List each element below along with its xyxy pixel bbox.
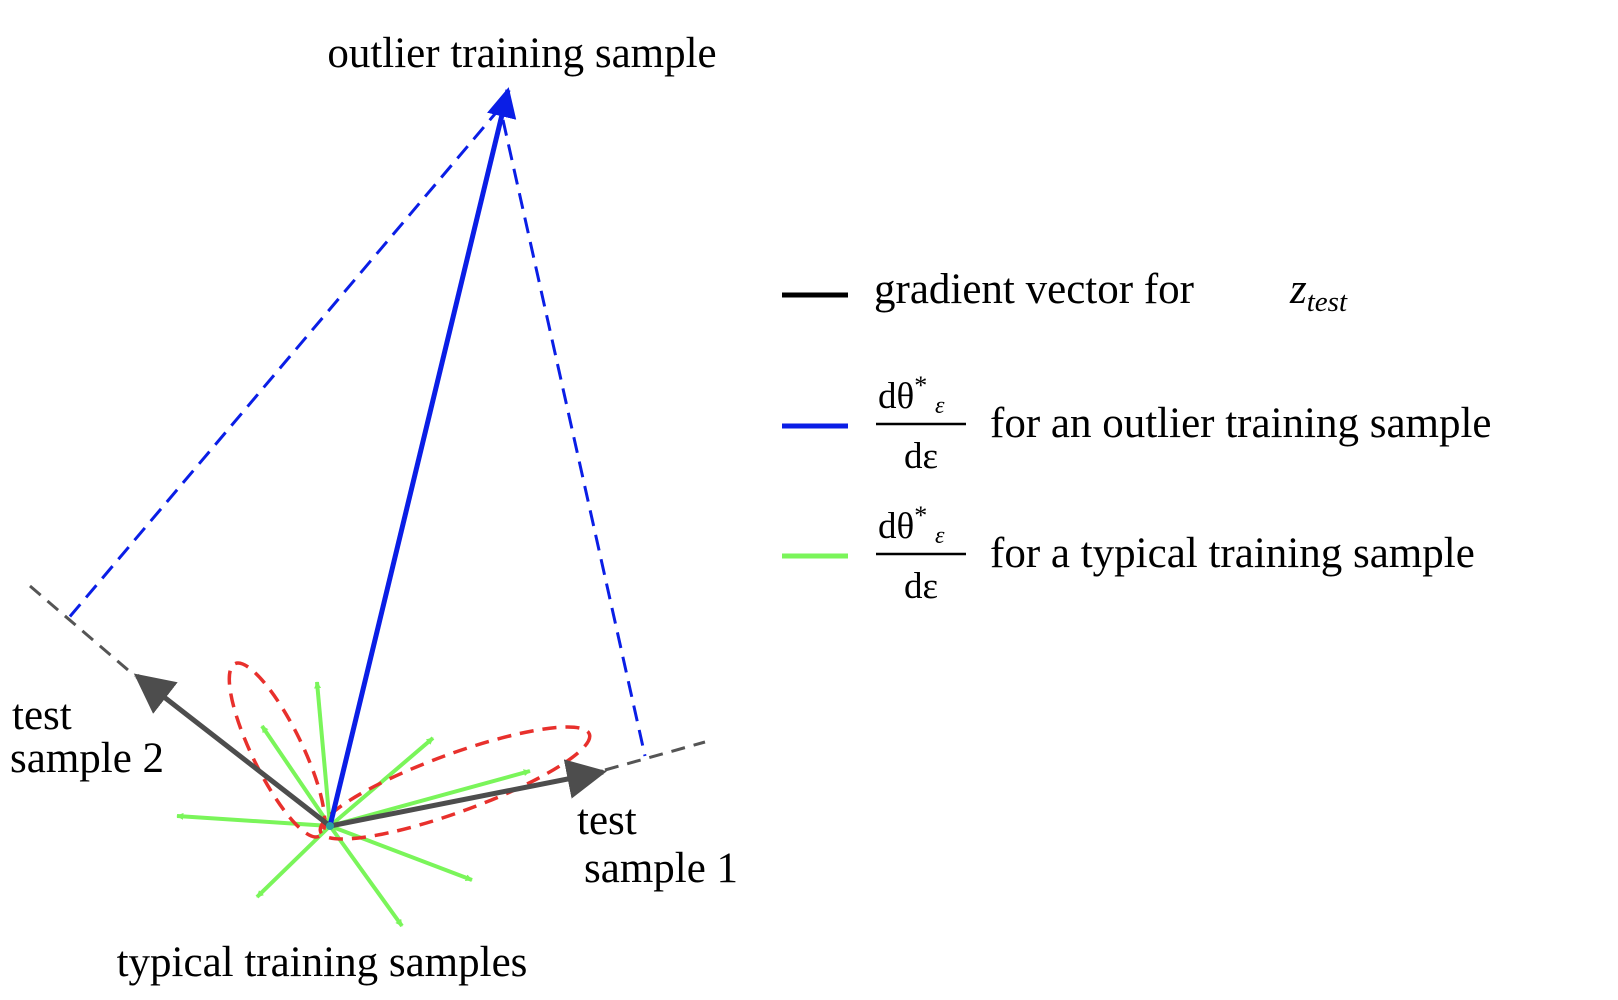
typical-arrow: [328, 824, 404, 928]
svg-text:ε: ε: [935, 523, 945, 549]
typical-arrow: [314, 681, 332, 827]
outlier-label: outlier training sample: [327, 30, 716, 77]
projection-line-test1: [501, 119, 647, 757]
cluster-ellipse-test1: [318, 725, 592, 841]
legend-fraction-outlier: dθ* ε dε: [876, 371, 966, 477]
cluster-ellipse-test2: [227, 661, 327, 839]
typical-arrow: [328, 736, 435, 828]
test2-label-line2: sample 2: [10, 735, 164, 782]
test2-label-line1: test: [12, 692, 72, 739]
test1-label-line1: test: [577, 797, 637, 844]
legend-typical-text: for a typical training sample: [990, 530, 1475, 577]
typical-arrow: [176, 812, 331, 828]
svg-text:dθ*: dθ*: [878, 371, 927, 417]
legend: gradient vector for ztest dθ* ε dε for a…: [782, 266, 1492, 607]
svg-text:dε: dε: [904, 566, 938, 607]
svg-text:dε: dε: [904, 436, 938, 477]
test1-label-line2: sample 1: [584, 845, 738, 892]
typical-arrow: [260, 724, 332, 828]
axis-extension-test2: [29, 584, 136, 678]
legend-outlier-text: for an outlier training sample: [990, 400, 1492, 447]
origin-point: [326, 822, 334, 830]
typical-arrow: [329, 769, 531, 828]
axis-extension-test1: [604, 740, 706, 772]
legend-gradient-text: gradient vector for: [874, 266, 1194, 313]
svg-text:dθ*: dθ*: [878, 501, 927, 547]
legend-gradient-math: ztest: [1289, 266, 1348, 318]
outlier-arrow: [327, 87, 517, 827]
svg-text:ε: ε: [935, 393, 945, 419]
typical-label: typical training samples: [117, 939, 528, 986]
legend-fraction-typical: dθ* ε dε: [876, 501, 966, 607]
typical-arrow: [329, 824, 473, 882]
projection-line-test2: [65, 107, 502, 621]
test-sample-2-arrow: [133, 673, 332, 828]
test-sample-1-arrow: [329, 759, 607, 829]
